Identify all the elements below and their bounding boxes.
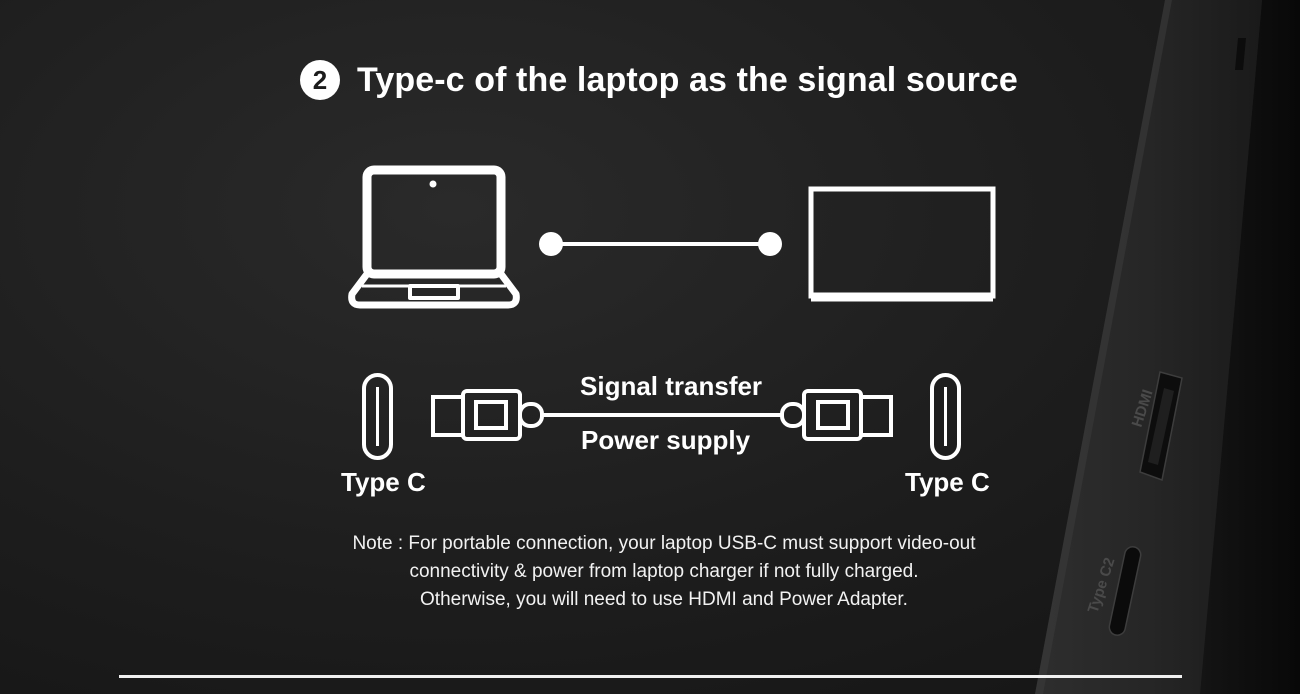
signal-transfer-label: Signal transfer xyxy=(580,371,763,401)
left-typec-port-icon xyxy=(362,373,393,460)
device-edge xyxy=(1035,0,1262,694)
device-top-slot xyxy=(1235,38,1246,70)
note-line-1: Note : For portable connection, your lap… xyxy=(352,533,976,554)
hdmi-port-icon xyxy=(1139,371,1183,482)
laptop-icon xyxy=(348,165,520,309)
left-port-label: Type C xyxy=(341,467,426,497)
bottom-divider xyxy=(119,675,1182,678)
power-supply-label: Power supply xyxy=(581,425,751,455)
title-text: Type-c of the laptop as the signal sourc… xyxy=(357,60,1018,99)
note-line-3: Otherwise, you will need to use HDMI and… xyxy=(420,589,908,610)
right-typec-port-icon xyxy=(930,373,961,460)
monitor-icon xyxy=(808,186,996,302)
note-line-2: connectivity & power from laptop charger… xyxy=(409,561,919,582)
usb-c-cable-icon xyxy=(431,389,893,441)
section-title: 2 Type-c of the laptop as the signal sou… xyxy=(300,56,1018,104)
right-port-label: Type C xyxy=(905,467,990,497)
typec2-port-icon xyxy=(1108,546,1142,636)
step-number-badge: 2 xyxy=(300,60,340,100)
compatibility-note: Note : For portable connection, your lap… xyxy=(300,530,1028,614)
device-edge-highlight xyxy=(1035,0,1172,694)
device-shadow xyxy=(1200,0,1300,694)
connection-line-icon xyxy=(539,232,782,256)
